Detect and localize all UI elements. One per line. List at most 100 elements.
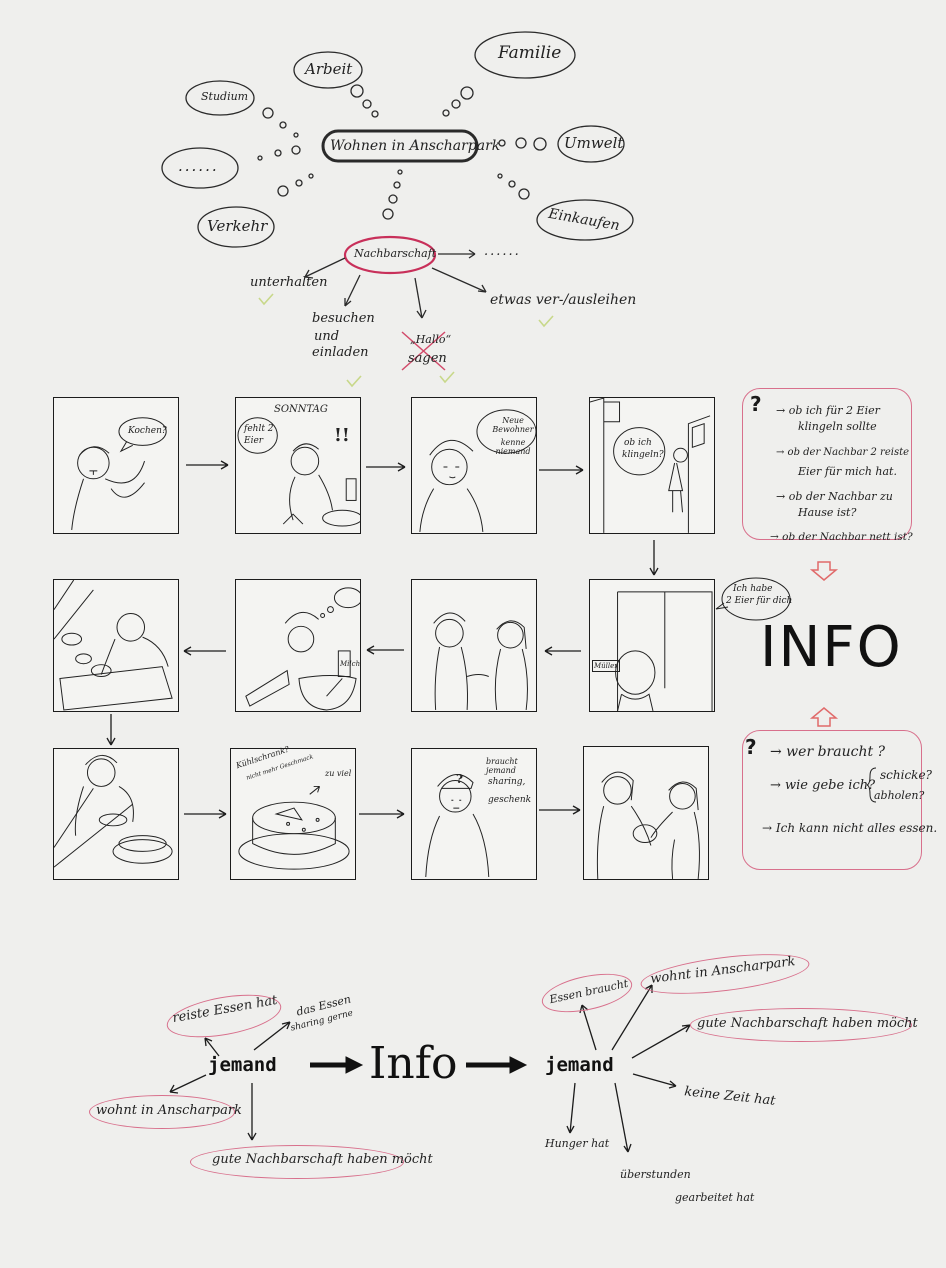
question-1-line-5: → ob der Nachbar zu	[776, 490, 893, 503]
question-2-line-3: schicke?	[880, 768, 932, 782]
panel-12	[583, 746, 709, 880]
branch-hallo-1: „Hallo“	[410, 333, 452, 346]
panel-3-bubble-1: Neue Bewohner	[492, 416, 534, 435]
left-jemand: jemand	[208, 1054, 277, 1076]
panel-2-text-2: Eier	[244, 436, 264, 446]
branch-hallo-2: sagen	[408, 351, 447, 366]
nachbarschaft-label: Nachbarschaft	[354, 247, 437, 260]
panel-12-drawing	[596, 771, 700, 879]
panel-6-drawing	[245, 587, 360, 711]
right-attr-oval-3	[690, 1008, 912, 1042]
info-heading: INFO	[760, 615, 903, 680]
bubble-verkehr	[197, 206, 275, 248]
panel-3: Neue Bewohner kenne niemand	[411, 397, 537, 534]
panel-9-drawing	[54, 754, 173, 868]
branch-besuchen-3: einladen	[312, 345, 369, 360]
panel-4: ob ich klingeln?	[589, 397, 715, 534]
panel-10-drawing	[238, 785, 350, 870]
center-box	[321, 129, 479, 163]
panel-2-exclaim: !!	[334, 425, 350, 446]
right-attr-hunger: Hunger hat	[545, 1137, 610, 1150]
question-2-line-2: → wie gebe ich?	[770, 778, 876, 793]
bubble-umwelt	[557, 125, 625, 163]
question-2-line-4: abholen?	[874, 789, 925, 802]
panel-5	[53, 579, 179, 712]
bubble-arbeit	[293, 51, 363, 89]
right-attr-ueberstunden-2: gearbeitet hat	[675, 1191, 755, 1204]
left-attr-oval-3	[190, 1145, 404, 1179]
panel-10: Kühlschrank? nicht mehr Geschmack zu vie…	[230, 745, 356, 880]
panel-4-drawing	[590, 398, 711, 533]
branch-ausleihen: etwas ver-/ausleihen	[490, 292, 637, 308]
panel-11-qmark: ?	[456, 772, 464, 786]
panel-4-bubble-1: ob ich	[624, 438, 652, 448]
panel-6-label: Milch	[340, 660, 361, 668]
panel-2-text-1: fehlt 2	[244, 424, 274, 434]
branch-besuchen-2: und	[314, 329, 340, 344]
panel-8-speech-bubble	[715, 577, 791, 621]
right-jemand: jemand	[545, 1054, 614, 1076]
panel-8-bubble-2: 2 Eier für dich	[726, 596, 793, 606]
question-box-1-mark: ?	[750, 392, 762, 416]
panel-7	[411, 579, 537, 712]
panel-8-drawing	[615, 591, 713, 711]
topic-dots: ......	[178, 157, 219, 175]
question-1-line-6: Hause ist?	[798, 506, 857, 519]
branch-unterhalten: unterhalten	[250, 275, 328, 290]
panel-1-drawing	[71, 417, 167, 531]
question-box-2-mark: ?	[745, 735, 757, 759]
panel-2: SONNTAG fehlt 2 Eier !!	[235, 397, 361, 534]
nachbarschaft-dots: ......	[484, 244, 521, 259]
panel-11-text-3: geschenk	[488, 795, 532, 805]
question-1-line-4: Eier für mich hat.	[798, 465, 897, 478]
panel-2-drawing	[237, 417, 360, 527]
panel-6: Milch	[235, 579, 361, 712]
bubble-einkaufen	[536, 199, 634, 241]
panel-11-drawing	[425, 774, 490, 878]
bubble-familie	[474, 31, 576, 79]
panel-11-text-2: sharing,	[488, 777, 526, 787]
panel-7-drawing	[433, 612, 528, 711]
panel-10-label-3: zu viel	[325, 769, 352, 778]
nachbarschaft-oval	[343, 235, 437, 275]
panel-3-drawing	[419, 409, 536, 532]
right-attr-gute-nachbarschaft: gute Nachbarschaft haben möcht	[697, 1016, 918, 1031]
panel-2-title: SONNTAG	[274, 404, 328, 415]
topic-umwelt: Umwelt	[564, 134, 624, 152]
left-attr-oval-2	[89, 1095, 235, 1129]
question-2-line-5: → Ich kann nicht alles essen.	[762, 821, 938, 835]
panel-4-bubble-2: klingeln?	[622, 450, 664, 460]
panel-5-drawing	[54, 580, 173, 711]
left-attr-gute-nachbarschaft: gute Nachbarschaft haben möcht	[212, 1152, 433, 1167]
topic-verkehr: Verkehr	[207, 217, 268, 235]
panel-9	[53, 748, 179, 880]
panel-1-bubble: Kochen?	[128, 426, 167, 436]
branch-besuchen-1: besuchen	[312, 311, 375, 326]
panel-8: Müller	[589, 579, 715, 712]
topic-studium: Studium	[201, 90, 249, 103]
topic-familie: Familie	[498, 43, 562, 63]
panel-3-bubble-2: kenne niemand	[495, 438, 531, 457]
topic-arbeit: Arbeit	[305, 60, 353, 78]
question-1-line-3: → ob der Nachbar 2 reiste	[776, 447, 910, 458]
info-flow-label: Info	[369, 1038, 458, 1089]
bubble-dots	[161, 147, 239, 189]
panel-8-sign: Müller	[592, 660, 620, 673]
left-attr-wohnt: wohnt in Anscharpark	[96, 1103, 242, 1118]
question-1-line-2: klingeln sollte	[798, 420, 877, 433]
question-box-1	[742, 388, 912, 540]
bubble-studium	[185, 80, 255, 116]
question-box-2	[742, 730, 922, 870]
panel-8-bubble-1: Ich habe	[733, 584, 773, 594]
center-topic: Wohnen in Anscharpark	[330, 138, 501, 154]
panel-11-text-1: braucht jemand	[486, 757, 518, 776]
panel-11: ? braucht jemand sharing, geschenk	[411, 748, 537, 880]
right-attr-ueberstunden-1: überstunden	[620, 1168, 691, 1181]
question-2-brace	[867, 767, 877, 803]
question-2-line-1: → wer braucht ?	[770, 744, 886, 760]
panel-1: Kochen?	[53, 397, 179, 534]
question-1-line-7: → ob der Nachbar nett ist?	[770, 531, 913, 543]
question-1-line-1: → ob ich für 2 Eier	[776, 404, 880, 417]
